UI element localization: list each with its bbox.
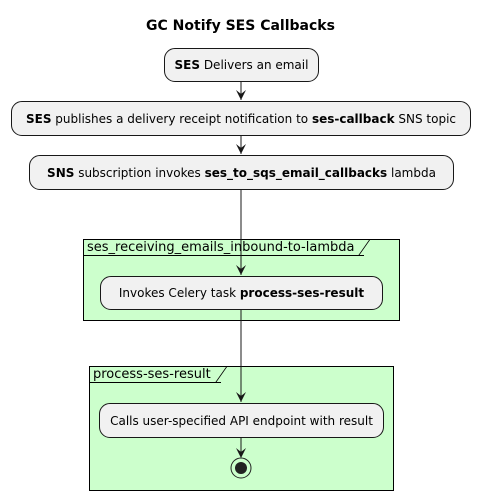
step-2-text-2: SNS topic [394,111,456,126]
arrow-2-head [236,144,246,154]
step-2-bold: SES [25,111,52,126]
step-ses-publishes: SES publishes a delivery receipt notific… [11,101,471,136]
step-ses-delivers: SES Delivers an email [164,48,319,82]
step-invoke-celery-task: Invokes Celery task process-ses-result [100,276,383,310]
step-1-bold: SES [174,58,200,72]
frame-1-label: ses_receiving_emails_inbound-to-lambda [84,240,365,256]
frame-2-step-text: Calls user-specified API endpoint with r… [110,413,373,428]
step-2-bold-2: ses-callback [311,111,395,126]
step-1-text: Delivers an email [200,58,309,72]
step-call-api-endpoint: Calls user-specified API endpoint with r… [99,403,384,438]
step-3-text-2: lambda [387,165,436,180]
arrow-3-head [236,265,246,275]
frame-2-label: process-ses-result [90,367,221,383]
step-sns-invokes-lambda: SNS subscription invokes ses_to_sqs_emai… [29,155,454,190]
arrow-4-head [236,392,246,402]
step-3-bold: SNS [47,165,75,180]
step-3-bold-2: ses_to_sqs_email_callbacks [204,165,388,180]
end-node-dot [235,462,247,474]
arrow-5-head [236,448,246,458]
frame-1-step-bold: process-ses-result [239,286,365,300]
frame-1-step-text: Invokes Celery task [118,286,240,300]
step-2-text: publishes a delivery receipt notificatio… [51,111,312,126]
diagram-title: GC Notify SES Callbacks [146,18,335,34]
arrow-1-head [236,90,246,100]
step-3-text: subscription invokes [74,165,205,180]
end-node-ring [230,457,252,479]
